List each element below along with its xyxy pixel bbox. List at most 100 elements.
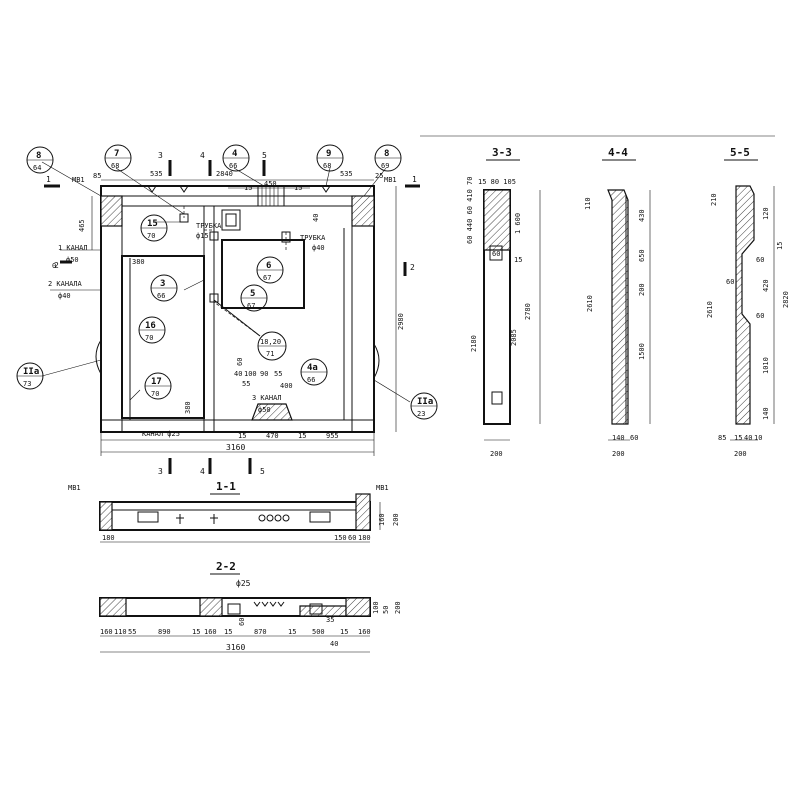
tube-fitting (209, 231, 219, 241)
tube-label-1: ТРУБКА (196, 222, 222, 230)
leader-line (363, 167, 387, 197)
channel-label-1: 1 КАНАЛ (58, 244, 88, 252)
section-title-3-3: 3-3 (492, 146, 512, 159)
callout-4-66: 4 66 (222, 144, 250, 172)
section-mark-4: 4 (200, 151, 205, 160)
dim: 55 (128, 628, 136, 636)
svg-text:4: 4 (232, 149, 238, 159)
dim-140: 140 (612, 434, 625, 442)
dim: 160 (100, 628, 113, 636)
dim-row-55b: 55 (242, 380, 250, 388)
callout-3-66: 3 66 (150, 274, 178, 302)
dim-200: 200 (734, 450, 747, 458)
dim-110: 110 (584, 197, 592, 210)
section-2-2-hatch (199, 597, 223, 617)
right-edge-hatch (351, 195, 375, 227)
dim-15: 15 (776, 242, 784, 250)
dim-60: 60 (238, 618, 246, 626)
dim-60: 60 (236, 358, 244, 366)
dim-1010: 1010 (762, 357, 770, 374)
svg-text:8: 8 (36, 151, 41, 161)
callout-18-20-71: 18,20 71 (257, 331, 287, 361)
dim-450: 450 (264, 180, 277, 188)
section-mark-5: 5 (260, 467, 265, 476)
dim-60b: 60 (726, 278, 734, 286)
callout-16-70: 16 70 (138, 316, 166, 344)
callout-17-70: 17 70 (144, 372, 172, 400)
dim-2780: 2780 (524, 303, 532, 320)
dim-40: 40 (330, 640, 338, 648)
dim-40: 40 (312, 214, 320, 222)
section-title-1-1: 1-1 (216, 480, 236, 493)
svg-text:8: 8 (384, 149, 389, 159)
dim-left-stack: 60 440 60 410 70 (466, 177, 474, 244)
dim-535-right: 535 (340, 170, 353, 178)
dim-120: 120 (762, 207, 770, 220)
section-3-3: 3-3 15 80 105 60 440 60 410 70 1 600 60 … (466, 146, 541, 458)
section-3-3-detail (491, 391, 503, 405)
svg-text:3: 3 (160, 279, 165, 289)
dim-180: 180 (102, 534, 115, 542)
section-2-2: 2-2 ф25 160 110 55 890 15 160 15 870 15 … (99, 560, 402, 653)
mb1-label-right: МВ1 (384, 176, 397, 184)
section-title-2-2: 2-2 (216, 560, 236, 573)
mb1-label: МВ1 (376, 484, 389, 492)
dim-row-40: 40 (234, 370, 242, 378)
dim-210: 210 (710, 193, 718, 206)
svg-text:64: 64 (33, 164, 41, 172)
dim-380: 380 (132, 258, 145, 266)
dim-650: 650 (638, 249, 646, 262)
svg-text:7: 7 (114, 149, 119, 159)
dim-380b: 380 (184, 401, 192, 414)
dim: 160 (358, 628, 371, 636)
dim-3160: 3160 (226, 443, 245, 452)
dim-10: 10 (754, 434, 762, 442)
section-mark-1: 1 (46, 175, 51, 184)
bulge-left (95, 339, 102, 375)
section-2-2-hatch (99, 597, 127, 617)
svg-text:70: 70 (145, 334, 153, 342)
dim-top: 15 80 105 (478, 178, 516, 186)
dim-1600: 1 600 (514, 213, 522, 234)
dim: 160 (204, 628, 217, 636)
dim-2180: 2180 (470, 335, 478, 352)
dim: 890 (158, 628, 171, 636)
marker-triangle (179, 185, 189, 193)
leader-line (41, 161, 102, 197)
channel-label-3: 3 КАНАЛ (252, 394, 282, 402)
dim-85: 85 (93, 172, 101, 180)
callout-6-67: 6 67 (256, 256, 284, 284)
channel-label-2: 2 КАНАЛА (48, 280, 83, 288)
dim-430: 430 (638, 209, 646, 222)
callout-15-70: 15 70 (140, 214, 168, 242)
dim: 870 (254, 628, 267, 636)
dim-row-90: 90 (260, 370, 268, 378)
section-2-2-hatch (299, 605, 347, 617)
callout-8-64: 8 64 (26, 146, 54, 174)
section-5-5-body (735, 185, 755, 425)
svg-text:66: 66 (229, 162, 237, 170)
dim-b-955: 955 (326, 432, 339, 440)
callout-7-68: 7 68 (104, 144, 132, 172)
dim-180: 180 (358, 534, 371, 542)
leader-line (373, 379, 411, 403)
dim-15: 15 (734, 434, 742, 442)
dim-100: 100 (372, 601, 380, 614)
section-4-4-body (607, 189, 629, 425)
section-1-1-details (137, 511, 331, 524)
section-2-2-details (227, 601, 323, 615)
section-3-3-hatch (483, 189, 511, 251)
dim: 15 (288, 628, 296, 636)
tube-label-2: ТРУБКА (300, 234, 326, 242)
svg-text:68: 68 (111, 162, 119, 170)
dim-15: 15 (244, 184, 252, 192)
svg-text:6: 6 (266, 261, 271, 271)
dim: 15 (192, 628, 200, 636)
leader-line (41, 359, 102, 377)
dim-15: 15 (294, 184, 302, 192)
dim-2820: 2820 (782, 291, 790, 308)
section-mark-1: 1 (412, 175, 417, 184)
dim-535-left: 535 (150, 170, 163, 178)
svg-text:16: 16 (145, 321, 156, 331)
dim-2980: 2980 (397, 313, 405, 330)
